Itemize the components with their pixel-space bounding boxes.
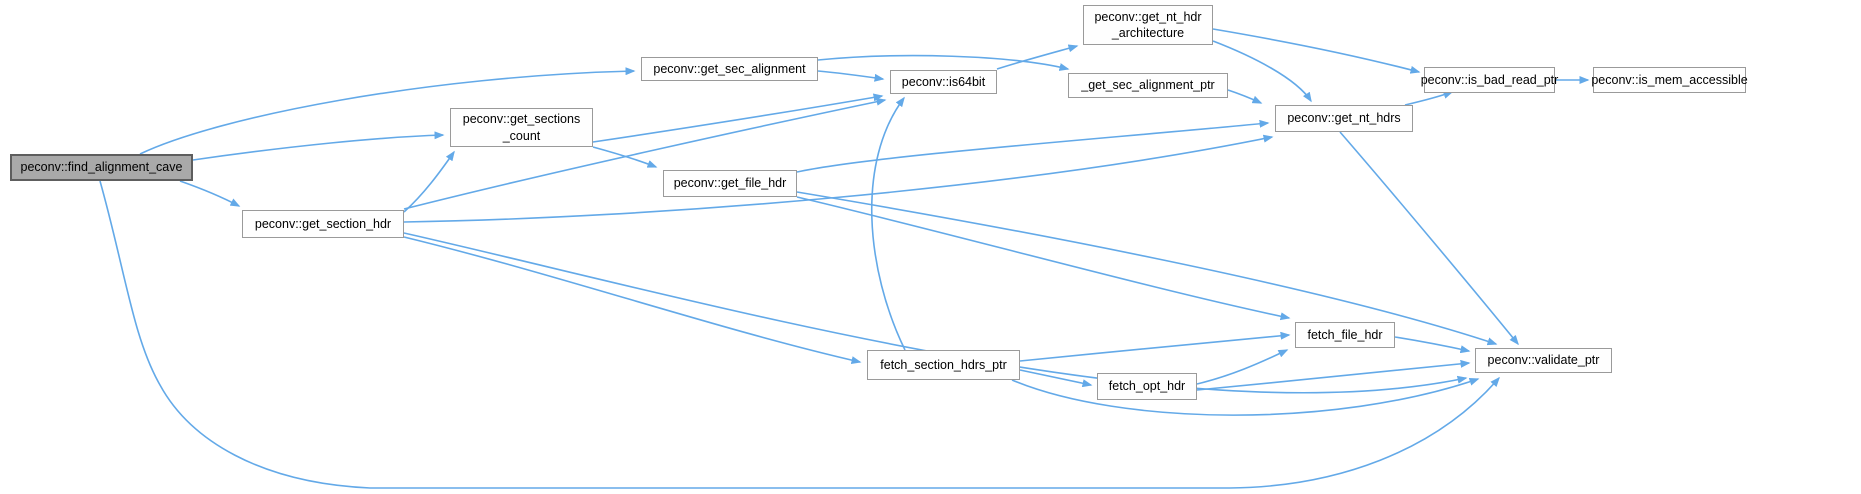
edge-A-O (99, 180, 1500, 489)
edge-G-J (1212, 28, 1421, 74)
node-label-find-alignment-cave: peconv::find_alignment_cave (20, 160, 183, 175)
edge-F-O (796, 191, 1498, 346)
node-get-nt-hdr-architecture[interactable]: peconv::get_nt_hdr _architecture (1083, 5, 1213, 45)
node-fetch-opt-hdr[interactable]: fetch_opt_hdr (1097, 373, 1197, 400)
edge-D-H (817, 54, 1070, 71)
node-label-get-nt-hdr-architecture: peconv::get_nt_hdr _architecture (1094, 9, 1202, 40)
node-label-fetch-opt-hdr: fetch_opt_hdr (1108, 379, 1186, 394)
node-fetch-file-hdr[interactable]: fetch_file_hdr (1295, 322, 1395, 348)
edge-A-B (192, 131, 445, 161)
node-find-alignment-cave: peconv::find_alignment_cave (10, 154, 193, 181)
node-is-mem-accessible[interactable]: peconv::is_mem_accessible (1591, 67, 1748, 93)
node-label-is64bit: peconv::is64bit (901, 74, 986, 89)
edge-M-O (1196, 359, 1471, 391)
edge-G-I (1212, 40, 1312, 103)
node-label-fetch-file-hdr: fetch_file_hdr (1307, 327, 1383, 342)
node-get-section-hdr[interactable]: peconv::get_section_hdr (242, 210, 404, 238)
node-label-get-section-hdr: peconv::get_section_hdr (254, 216, 392, 231)
edge-C-E (403, 97, 887, 210)
edge-F-I (796, 119, 1270, 173)
node-label-get-file-hdr: peconv::get_file_hdr (673, 176, 787, 191)
edge-E-G (996, 44, 1079, 70)
node-is-bad-read-ptr[interactable]: peconv::is_bad_read_ptr (1421, 67, 1558, 93)
node-label-is-bad-read-ptr: peconv::is_bad_read_ptr (1420, 72, 1559, 87)
node-label-get-sec-alignment: peconv::get_sec_alignment (653, 61, 806, 76)
node-get-sec-alignment[interactable]: peconv::get_sec_alignment (641, 57, 818, 81)
edge-L-M (1019, 369, 1093, 388)
node-label-get-sec-alignment-ptr: _get_sec_alignment_ptr (1081, 78, 1215, 93)
node-get-sec-alignment-ptr[interactable]: _get_sec_alignment_ptr (1068, 73, 1228, 98)
edge-M-N (1196, 349, 1289, 385)
node-label-get-nt-hdrs: peconv::get_nt_hdrs (1287, 111, 1401, 126)
edge-B-E (592, 93, 884, 143)
edge-H-I (1227, 89, 1263, 104)
edge-C-L (403, 236, 862, 365)
node-label-get-sections-count: peconv::get_sections _count (462, 112, 581, 143)
edge-L-E (870, 96, 906, 351)
node-label-fetch-section-hdrs-ptr: fetch_section_hdrs_ptr (880, 357, 1007, 372)
edge-L-O (1011, 377, 1480, 416)
edge-I-O (1339, 131, 1519, 346)
node-label-validate-ptr: peconv::validate_ptr (1487, 353, 1600, 368)
edge-N-O (1394, 336, 1471, 354)
node-validate-ptr[interactable]: peconv::validate_ptr (1475, 348, 1612, 373)
node-get-file-hdr[interactable]: peconv::get_file_hdr (663, 170, 797, 197)
edge-F-N (796, 196, 1291, 321)
edge-I-J (1404, 91, 1454, 106)
edge-A-C (179, 180, 241, 207)
edge-C-I (403, 134, 1274, 223)
edge-L-N (1019, 331, 1291, 362)
node-label-is-mem-accessible: peconv::is_mem_accessible (1591, 72, 1748, 87)
edge-D-E (817, 70, 885, 82)
node-get-sections-count[interactable]: peconv::get_sections _count (450, 108, 593, 147)
node-get-nt-hdrs[interactable]: peconv::get_nt_hdrs (1275, 105, 1413, 132)
edge-A-D (139, 67, 636, 155)
node-fetch-section-hdrs-ptr[interactable]: fetch_section_hdrs_ptr (867, 350, 1020, 380)
node-is64bit[interactable]: peconv::is64bit (890, 70, 997, 94)
